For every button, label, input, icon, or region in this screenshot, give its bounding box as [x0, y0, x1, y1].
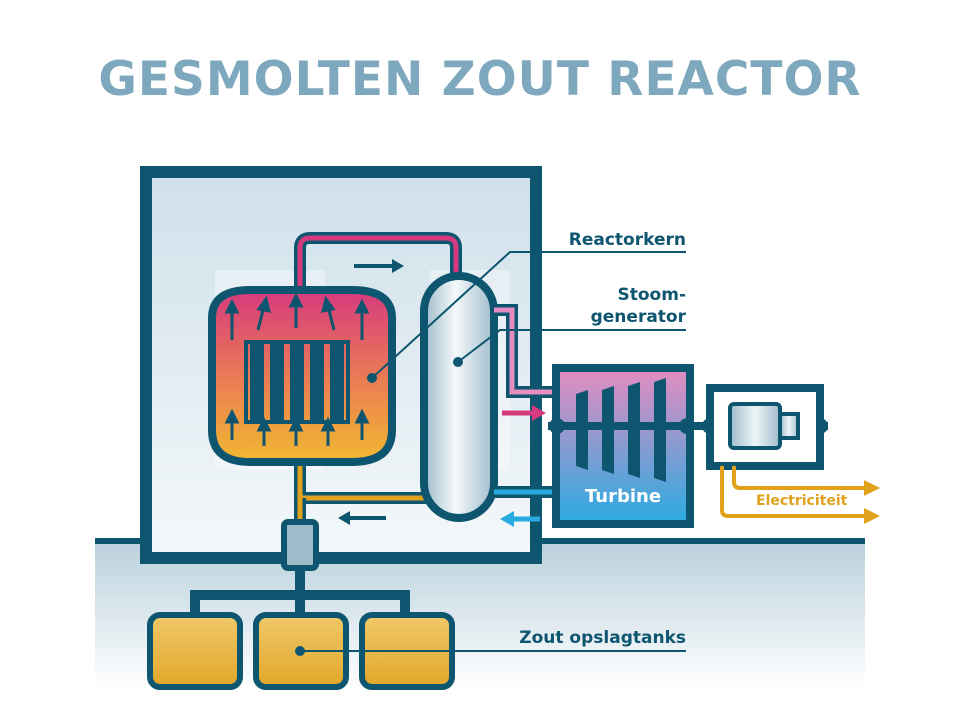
steam-generator-label-1: Stoom- — [618, 285, 687, 305]
turbine-label: Turbine — [585, 486, 661, 507]
flow-arrow-left — [338, 511, 386, 525]
electric-generator — [706, 384, 824, 470]
reactor-core — [208, 286, 396, 466]
leader-dots — [295, 357, 463, 656]
electricity-output: Electriciteit — [720, 466, 880, 524]
steam-pipe — [494, 304, 556, 398]
steam-in-arrow — [502, 405, 546, 421]
page-title: GESMOLTEN ZOUT REACTOR — [98, 52, 862, 107]
reactor-core-label: Reactorkern — [569, 230, 686, 250]
flow-arrow-right — [354, 259, 404, 273]
salt-pump — [281, 519, 319, 571]
storage-tank-1 — [147, 612, 243, 690]
leader-lines — [300, 251, 686, 652]
core-flow-arrows — [224, 292, 370, 446]
turbine: Turbine — [552, 364, 694, 528]
hot-salt-pipe — [294, 232, 462, 292]
fuel-rods — [250, 342, 344, 422]
electricity-label: Electriciteit — [756, 493, 848, 509]
storage-tanks-label: Zout opslagtanks — [519, 628, 686, 648]
steam-generator-label-2: generator — [591, 307, 687, 327]
water-out-arrow — [500, 511, 540, 527]
steam-generator — [420, 272, 498, 522]
